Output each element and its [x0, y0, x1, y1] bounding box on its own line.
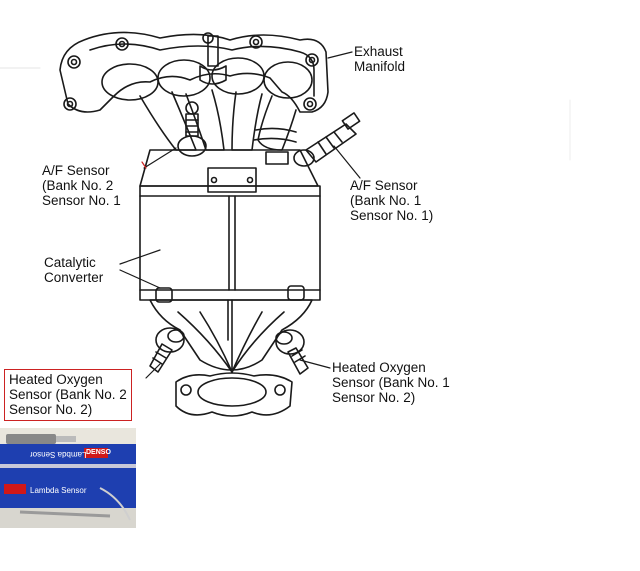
- exhaust-manifold-label: Exhaust Manifold: [354, 44, 406, 74]
- manifold-ports: [101, 57, 313, 101]
- af-sensor-bank1-label: A/F Sensor (Bank No. 1 Sensor No. 1): [350, 178, 434, 223]
- annotation-tick: [141, 161, 147, 169]
- mount-brackets: [207, 151, 289, 193]
- leader-lines: [119, 51, 361, 379]
- heated-oxygen-sensor-bank1-icon: [275, 329, 309, 375]
- lambda-sensor-photo-drawing: [0, 428, 136, 528]
- af-sensor-bank2-label: A/F Sensor (Bank No. 2 Sensor No. 1: [42, 163, 121, 208]
- catalytic-converter-body: [139, 185, 321, 303]
- exhaust-runners: [139, 89, 297, 151]
- photo-box-text-top: Lambda Sensor: [30, 450, 87, 459]
- outlet-flange: [175, 372, 293, 417]
- flange-bolt-holes: [63, 32, 319, 111]
- photo-brand-text: DENSO: [86, 449, 111, 456]
- af-sensor-bank1-icon: [293, 112, 361, 167]
- center-stud: [199, 35, 227, 85]
- af-sensor-bank2-icon: [177, 101, 207, 157]
- catalytic-converter-label: Catalytic Converter: [44, 255, 104, 285]
- heated-oxygen-sensor-bank2-icon: [149, 327, 185, 373]
- photo-box-text-bottom: Lambda Sensor: [30, 486, 87, 495]
- heated-oxygen-sensor-bank2-label: Heated Oxygen Sensor (Bank No. 2 Sensor …: [4, 369, 132, 421]
- manifold-flange: [59, 31, 329, 113]
- lambda-sensor-product-photo: DENSO Lambda Sensor Lambda Sensor: [0, 428, 136, 528]
- converter-outlet-cone: [149, 299, 313, 373]
- heated-oxygen-sensor-bank1-label: Heated Oxygen Sensor (Bank No. 1 Sensor …: [332, 360, 450, 405]
